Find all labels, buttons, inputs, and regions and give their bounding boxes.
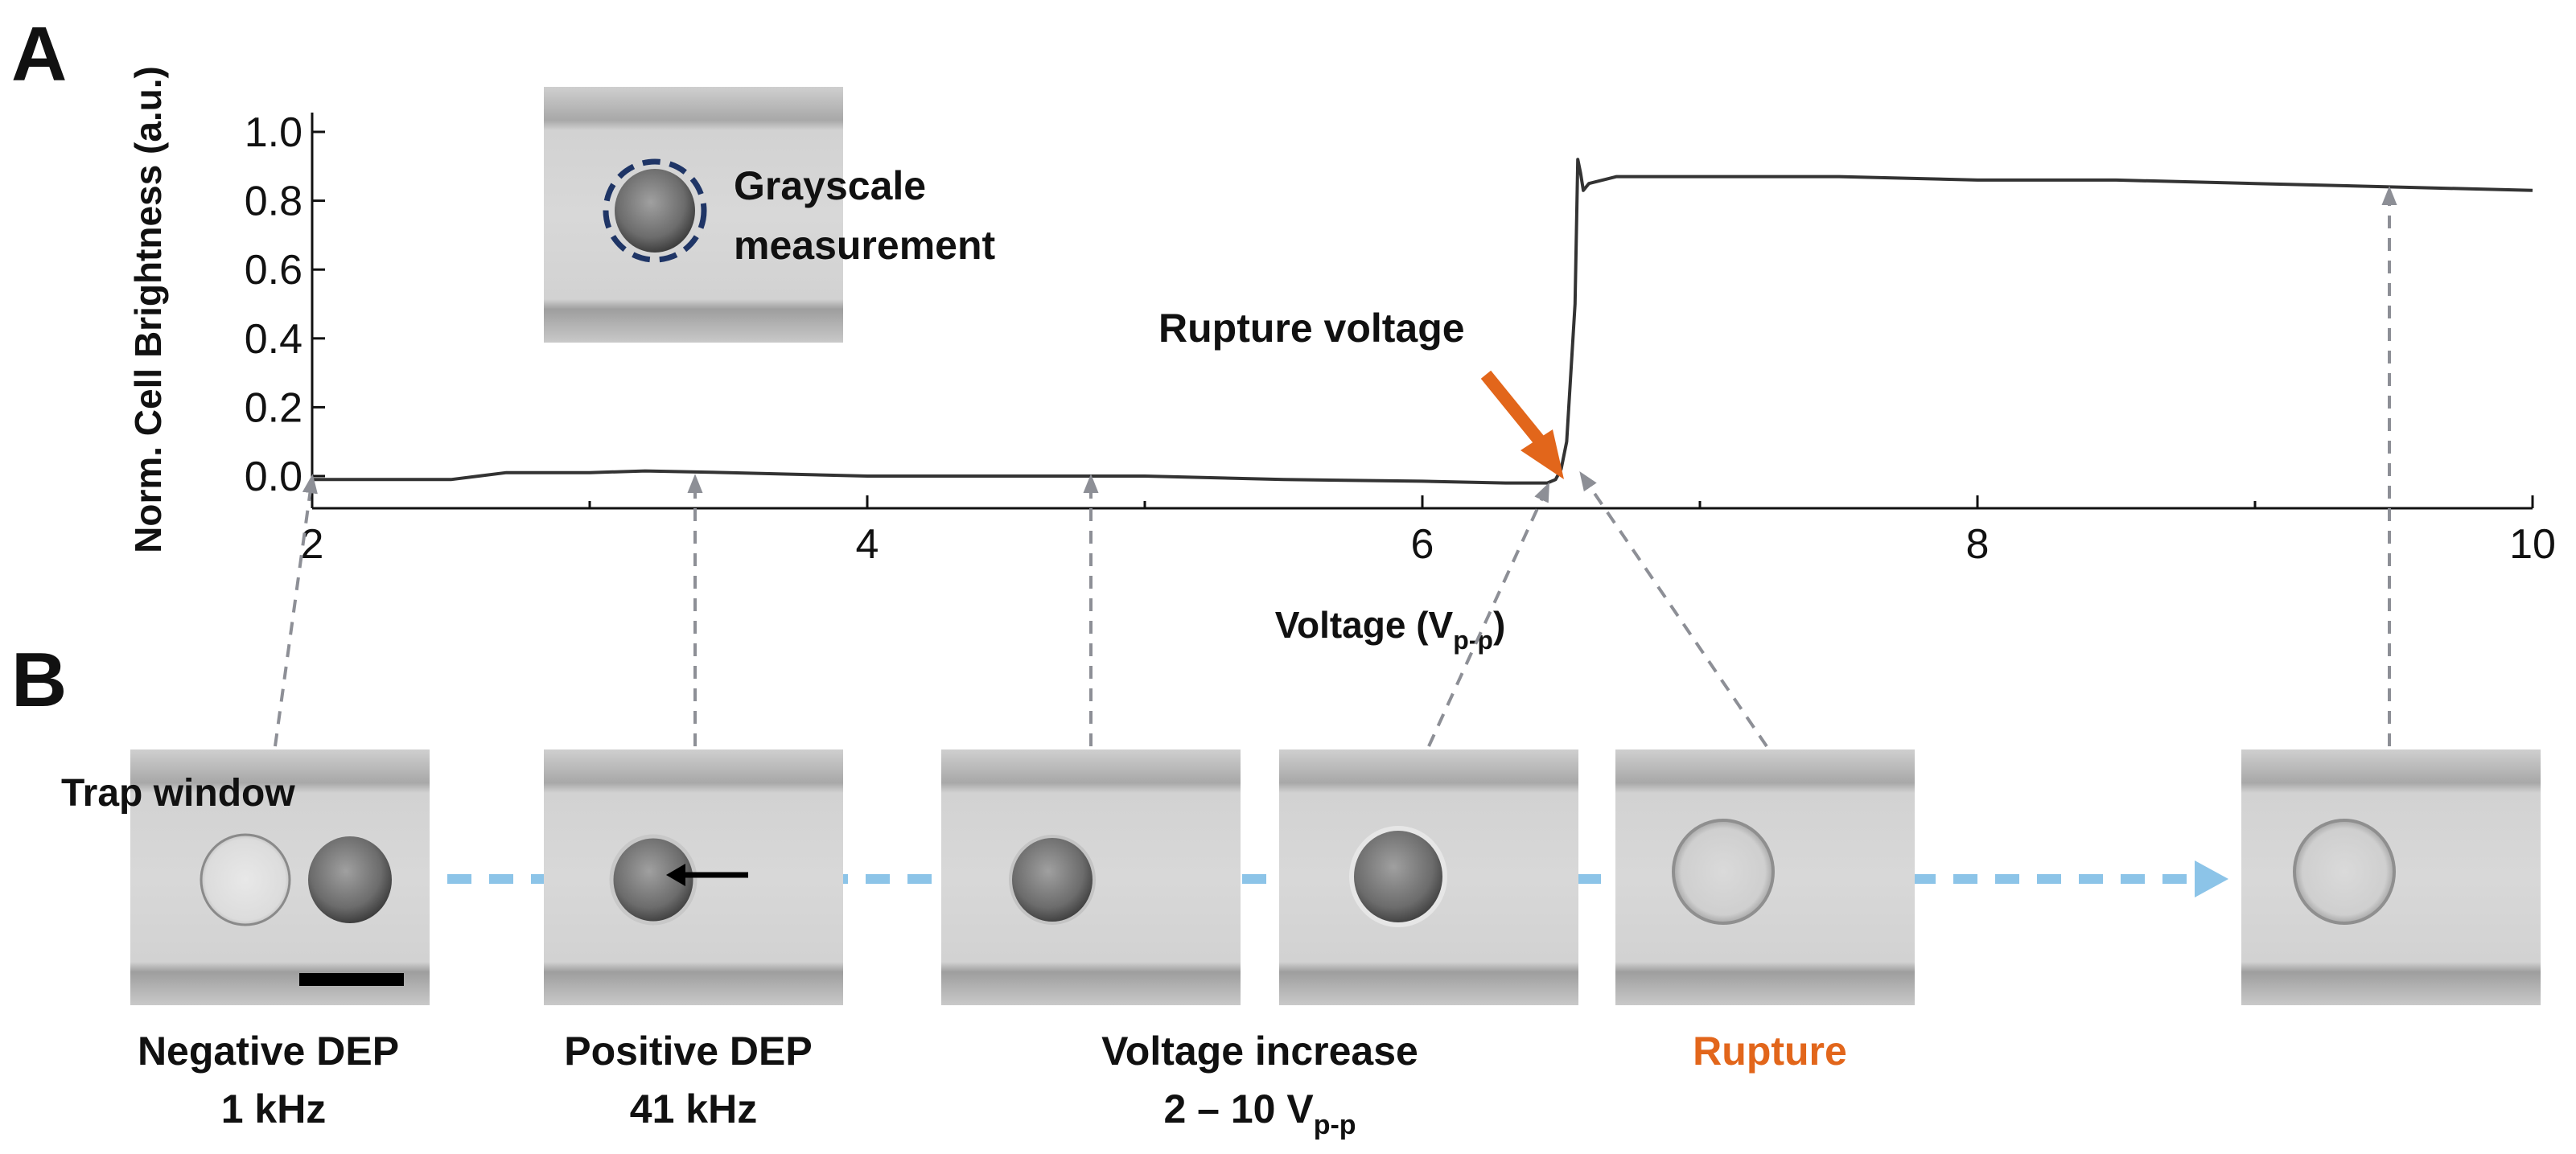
guide-arrow-4	[1427, 482, 1549, 747]
x-axis-label: Voltage (Vp-p)	[1275, 604, 1506, 655]
grayscale-circle	[603, 158, 707, 263]
trap-window-label: Trap window	[61, 772, 295, 815]
inset-image	[544, 87, 843, 343]
y-tick-label: 0.6	[245, 247, 302, 294]
rupture-arrow	[1480, 370, 1564, 479]
y-tick-label: 0.8	[245, 179, 302, 225]
rupture-voltage-label: Rupture voltage	[1158, 306, 1465, 351]
y-tick-label: 1.0	[245, 109, 302, 156]
flow-arrow-head	[2195, 860, 2228, 897]
guide-arrow-5	[1579, 471, 1768, 748]
step-negative-dep: Negative DEP 1 kHz	[138, 1029, 409, 1131]
step-voltage-increase: Voltage increase	[1101, 1029, 1418, 1074]
panel-a-label: A	[11, 11, 67, 97]
thumbnail-voltage-increase-1	[941, 749, 1241, 1005]
panel-b-label: B	[11, 637, 67, 723]
y-axis-label: Norm. Cell Brightness (a.u.)	[127, 66, 169, 553]
thumbnail-after-rupture	[2241, 749, 2541, 1005]
thumbnail-rupture	[1615, 749, 1915, 1005]
thumbnail-negative-dep	[130, 749, 430, 1005]
x-tick-label: 6	[1411, 521, 1434, 568]
y-tick-label: 0.2	[245, 384, 302, 431]
y-tick-label: 0.0	[245, 454, 302, 500]
thumbnail-positive-dep	[544, 749, 843, 1005]
scale-bar	[299, 973, 404, 986]
step-voltage-range: 2 – 10 Vp-p	[1163, 1086, 1356, 1140]
guide-arrow-1	[274, 474, 318, 747]
y-tick-label: 0.4	[245, 316, 302, 363]
x-tick-label: 4	[856, 521, 879, 568]
step-positive-dep: Positive DEP 41 kHz	[564, 1029, 822, 1131]
thumbnail-voltage-increase-2	[1279, 749, 1578, 1005]
step-rupture: Rupture	[1693, 1029, 1847, 1074]
inset-label: Grayscale measurement	[734, 163, 995, 268]
x-tick-label: 10	[2509, 521, 2556, 568]
x-tick-label: 8	[1966, 521, 1990, 568]
